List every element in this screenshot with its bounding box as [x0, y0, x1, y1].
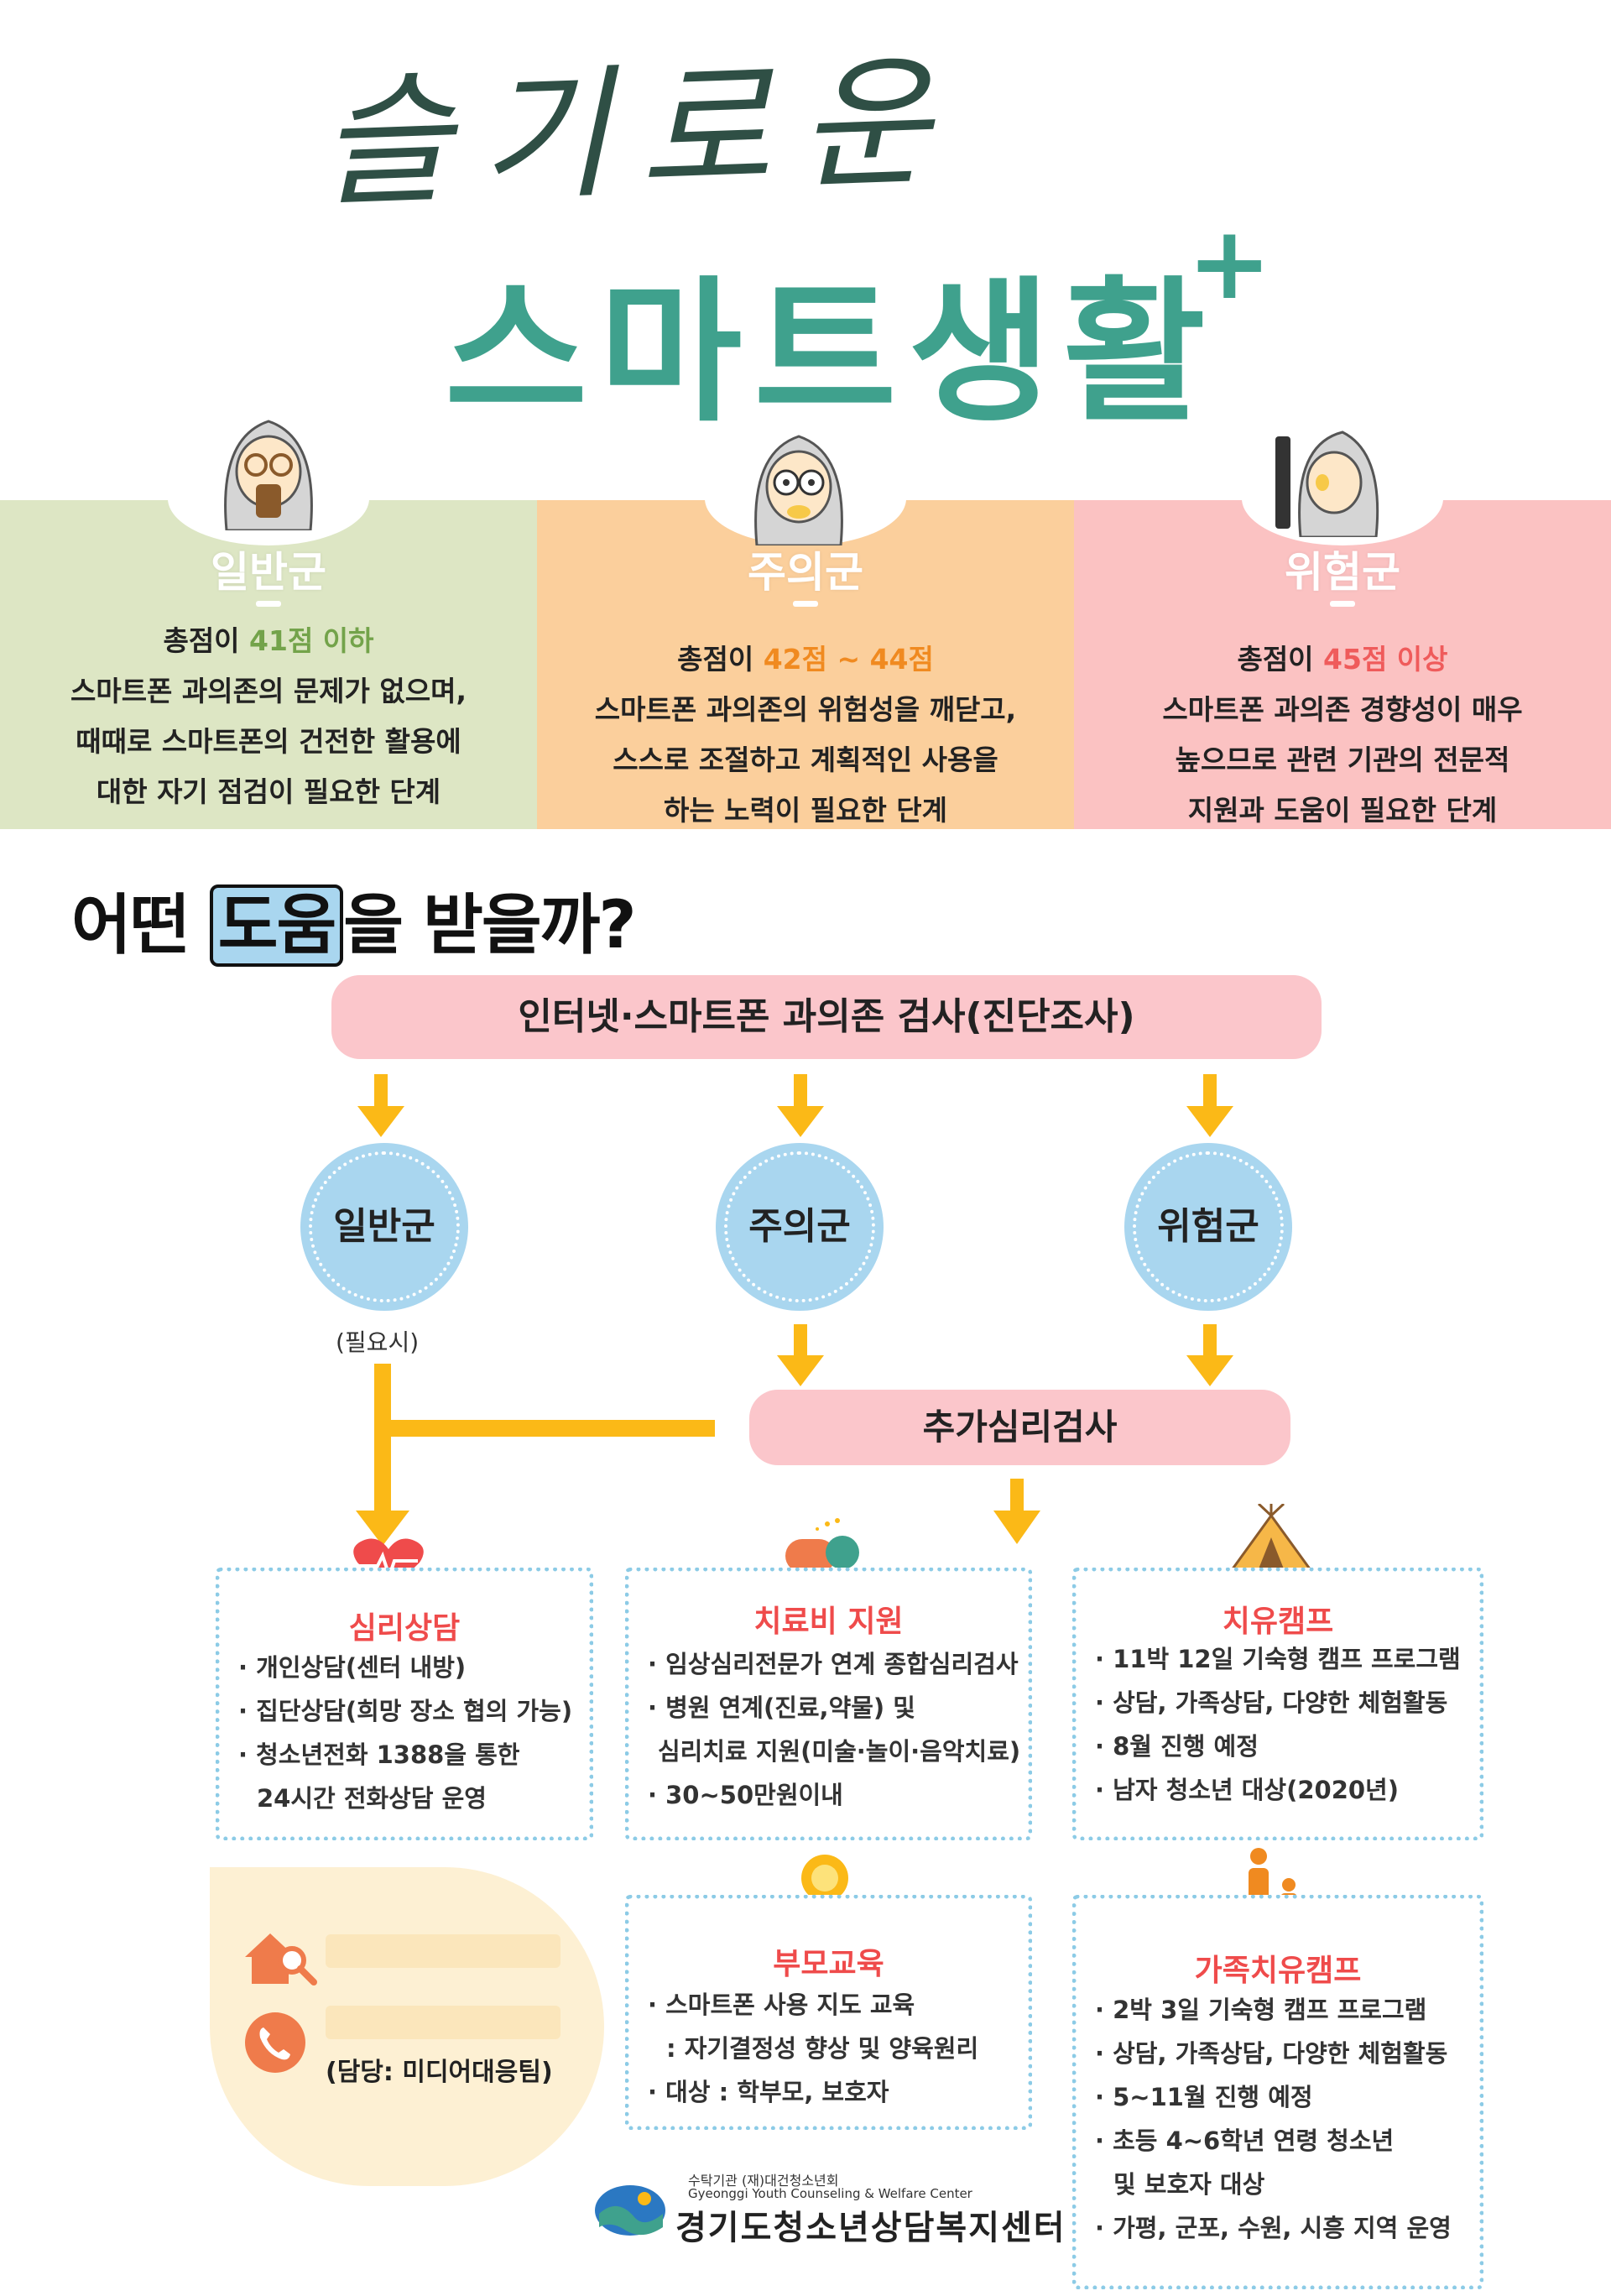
list-item: 대상 : 학부모, 보호자	[648, 2070, 1014, 2114]
list-item: 8월 진행 예정	[1095, 1725, 1466, 1768]
title-line1: 슬기로운	[316, 39, 962, 228]
if-needed-note: (필요시)	[336, 1328, 420, 1356]
service-treatment-box: 치료비 지원 임상심리전문가 연계 종합심리검사 병원 연계(진료,약물) 및 …	[625, 1568, 1032, 1840]
service-camp-title: 치유캠프	[1222, 1605, 1334, 1639]
list-item: 2박 3일 기숙형 캠프 프로그램	[1095, 1988, 1466, 2032]
divider	[793, 601, 818, 607]
additional-test-pill: 추가심리검사	[749, 1390, 1290, 1465]
level-general-title: 일반군	[211, 548, 326, 597]
level-general-description: 총점이 41점 이하 스마트폰 과의존의 문제가 없으며, 때때로 스마트폰의 …	[70, 624, 467, 808]
divider	[256, 601, 281, 607]
list-item: 심리치료 지원(미술·놀이·음악치료)	[658, 1737, 1021, 1766]
service-counseling-title: 심리상담	[348, 1611, 461, 1646]
list-item: 청소년전화 1388을 통한	[238, 1733, 576, 1777]
home-search-icon	[245, 1933, 317, 1986]
list-item: 및 보호자 대상	[1113, 2170, 1265, 2199]
level-general-band: 일반군 총점이 41점 이하 스마트폰 과의존의 문제가 없으며, 때때로 스마…	[0, 498, 537, 829]
list-item: : 자기결정성 향상 및 양육원리	[666, 2034, 979, 2063]
list-item: 11박 12일 기숙형 캠프 프로그램	[1095, 1637, 1466, 1681]
list-item: 집단상담(희망 장소 협의 가능)	[238, 1689, 576, 1733]
divider	[1330, 601, 1355, 607]
list-item: 개인상담(센터 내방)	[238, 1646, 576, 1689]
title-plus: +	[1187, 206, 1272, 322]
level-caution-score: 42점 ~ 44점	[763, 643, 934, 676]
heart-pulse-icon	[353, 1538, 424, 1593]
title-line2: 스마트생활	[445, 262, 1217, 443]
organization-logo-icon	[595, 2185, 665, 2236]
service-family-camp-title: 가족치유캠프	[1194, 1954, 1362, 1988]
phone-icon	[245, 2012, 305, 2073]
level-risk-description: 총점이 45점 이상 스마트폰 과의존 경향성이 매우 높으므로 관련 기관의 …	[1162, 643, 1523, 827]
list-item: 남자 청소년 대상(2020년)	[1095, 1768, 1466, 1812]
list-item: 상담, 가족상담, 다양한 체험활동	[1095, 2032, 1466, 2075]
contact-address-placeholder	[326, 1934, 560, 1968]
contact-manager: (담당: 미디어대응팀)	[326, 2058, 553, 2087]
level-caution-band: 주의군 총점이 42점 ~ 44점 스마트폰 과의존의 위험성을 깨닫고, 스스…	[537, 498, 1074, 829]
service-parent-title: 부모교육	[773, 1947, 884, 1981]
list-item: 스마트폰 사용 지도 교육	[648, 1983, 1014, 2027]
diagnostic-test-pill: 인터넷·스마트폰 과의존 검사(진단조사)	[331, 975, 1322, 1059]
contact-phone-placeholder	[326, 2006, 560, 2039]
service-parent-box: 부모교육 스마트폰 사용 지도 교육 : 자기결정성 향상 및 양육원리 대상 …	[625, 1895, 1032, 2130]
flow-circle-risk: 위험군	[1124, 1143, 1292, 1311]
org-name: 경기도청소년상담복지센터	[675, 2209, 1066, 2247]
character-risk-icon	[1275, 430, 1379, 537]
service-camp-box: 치유캠프 11박 12일 기숙형 캠프 프로그램 상담, 가족상담, 다양한 체…	[1072, 1568, 1483, 1840]
org-subtitle: 수탁기관 (재)대건청소년회	[688, 2173, 839, 2189]
list-item: 30~50만원이내	[648, 1773, 1014, 1817]
service-family-camp-box: 가족치유캠프 2박 3일 기숙형 캠프 프로그램 상담, 가족상담, 다양한 체…	[1072, 1895, 1483, 2289]
level-risk-band: 위험군 총점이 45점 이상 스마트폰 과의존 경향성이 매우 높으므로 관련 …	[1074, 498, 1611, 829]
service-counseling-box: 심리상담 개인상담(센터 내방) 집단상담(희망 장소 협의 가능) 청소년전화…	[216, 1568, 593, 1840]
list-item: 병원 연계(진료,약물) 및	[648, 1686, 1014, 1730]
list-item: 임상심리전문가 연계 종합심리검사	[648, 1642, 1018, 1686]
list-item: 5~11월 진행 예정	[1095, 2075, 1466, 2119]
flow-circle-caution: 주의군	[716, 1143, 884, 1311]
org-english-name: Gyeonggi Youth Counseling & Welfare Cent…	[688, 2186, 972, 2201]
level-general-score: 41점 이하	[249, 624, 374, 657]
list-item: 초등 4~6학년 연령 청소년	[1095, 2119, 1466, 2163]
service-treatment-title: 치료비 지원	[753, 1605, 904, 1639]
list-item: 가평, 군포, 수원, 시흥 지역 운영	[1095, 2206, 1466, 2250]
level-caution-description: 총점이 42점 ~ 44점 스마트폰 과의존의 위험성을 깨닫고, 스스로 조절…	[594, 643, 1017, 827]
character-caution-icon	[754, 435, 843, 545]
level-risk-title: 위험군	[1285, 548, 1400, 597]
character-general-icon	[224, 420, 313, 530]
list-item: 상담, 가족상담, 다양한 체험활동	[1095, 1681, 1466, 1725]
pill-capsule-icon	[785, 1518, 859, 1573]
level-risk-score: 45점 이상	[1323, 643, 1448, 676]
level-caution-title: 주의군	[748, 548, 863, 597]
flow-circle-general: 일반군	[300, 1143, 468, 1311]
list-item: 24시간 전화상담 운영	[257, 1784, 487, 1813]
